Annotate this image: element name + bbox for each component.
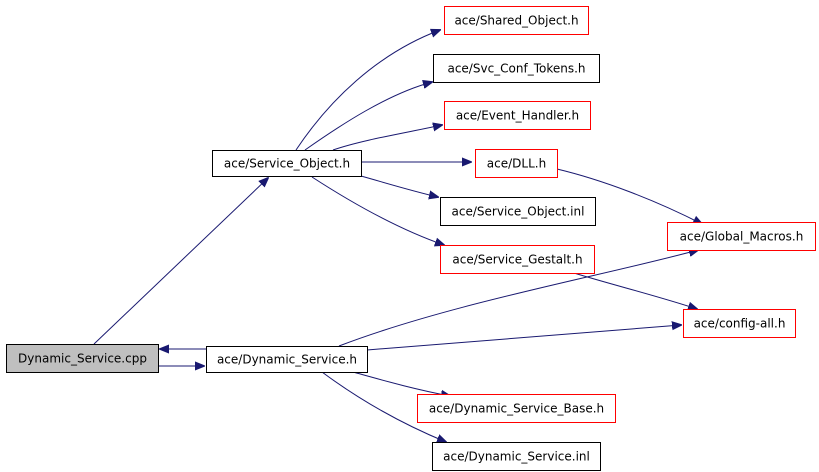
node-dynamic-service-inl[interactable]: ace/Dynamic_Service.inl [432, 442, 601, 471]
node-global-macros-h[interactable]: ace/Global_Macros.h [667, 222, 816, 251]
edge-dynamic-service-h-to-global-macros-h [338, 250, 698, 347]
edge-dynamic-service-h-to-dynamic-service-base-h [352, 371, 450, 396]
node-label: Dynamic_Service.cpp [18, 352, 147, 366]
node-config-all-h[interactable]: ace/config-all.h [683, 309, 796, 338]
edge-service-object-h-to-event-handler-h [332, 125, 442, 151]
edge-service-object-h-to-service-gestalt-h [311, 176, 444, 245]
node-box [444, 6, 589, 35]
node-label: ace/Service_Object.h [224, 157, 350, 171]
node-label: ace/Dynamic_Service.h [217, 353, 357, 367]
node-label: ace/DLL.h [487, 157, 546, 171]
node-svc-conf-tokens-h[interactable]: ace/Svc_Conf_Tokens.h [433, 54, 600, 83]
node-box [475, 149, 558, 178]
node-label: ace/Shared_Object.h [454, 14, 578, 28]
node-service-gestalt-h[interactable]: ace/Service_Gestalt.h [440, 245, 595, 274]
node-box [683, 309, 796, 338]
edge-service-object-h-to-shared-object-h [295, 30, 440, 151]
node-box [440, 245, 595, 274]
edge-dynamic-service-cpp-to-service-object-h [93, 178, 268, 345]
node-label: ace/Service_Object.inl [452, 205, 585, 219]
node-event-handler-h[interactable]: ace/Event_Handler.h [444, 101, 591, 130]
node-label: ace/config-all.h [694, 317, 786, 331]
node-box [417, 394, 616, 423]
node-box [667, 222, 816, 251]
node-shared-object-h[interactable]: ace/Shared_Object.h [444, 6, 589, 35]
node-label: ace/Svc_Conf_Tokens.h [447, 62, 585, 76]
node-label: ace/Event_Handler.h [456, 109, 579, 123]
edge-service-gestalt-h-to-config-all-h [573, 272, 697, 309]
edge-service-object-h-to-service-object-inl [360, 175, 438, 197]
node-box [444, 101, 591, 130]
node-label: ace/Service_Gestalt.h [452, 253, 582, 267]
node-label: ace/Dynamic_Service_Base.h [429, 402, 604, 416]
node-service-object-inl[interactable]: ace/Service_Object.inl [440, 197, 596, 226]
node-box [433, 54, 600, 83]
node-box [206, 346, 368, 373]
node-dynamic-service-base-h[interactable]: ace/Dynamic_Service_Base.h [417, 394, 616, 423]
edges-layer [93, 30, 702, 442]
edge-dll-h-to-global-macros-h [556, 168, 702, 224]
node-dll-h[interactable]: ace/DLL.h [475, 149, 558, 178]
edge-service-object-h-to-svc-conf-tokens-h [304, 82, 432, 151]
node-service-object-h[interactable]: ace/Service_Object.h [212, 150, 362, 177]
node-box [212, 150, 362, 177]
node-label: ace/Global_Macros.h [680, 230, 804, 244]
edge-dynamic-service-h-to-dynamic-service-inl [321, 371, 446, 442]
node-box [440, 197, 596, 226]
node-label: ace/Dynamic_Service.inl [443, 450, 590, 464]
node-dynamic-service-h[interactable]: ace/Dynamic_Service.h [206, 346, 368, 373]
node-dynamic-service-cpp: Dynamic_Service.cpp [6, 344, 159, 373]
node-box [432, 442, 601, 471]
node-box [6, 344, 159, 373]
nodes-layer: Dynamic_Service.cppace/Service_Object.ha… [6, 6, 816, 471]
edge-dynamic-service-h-to-config-all-h [366, 325, 681, 351]
